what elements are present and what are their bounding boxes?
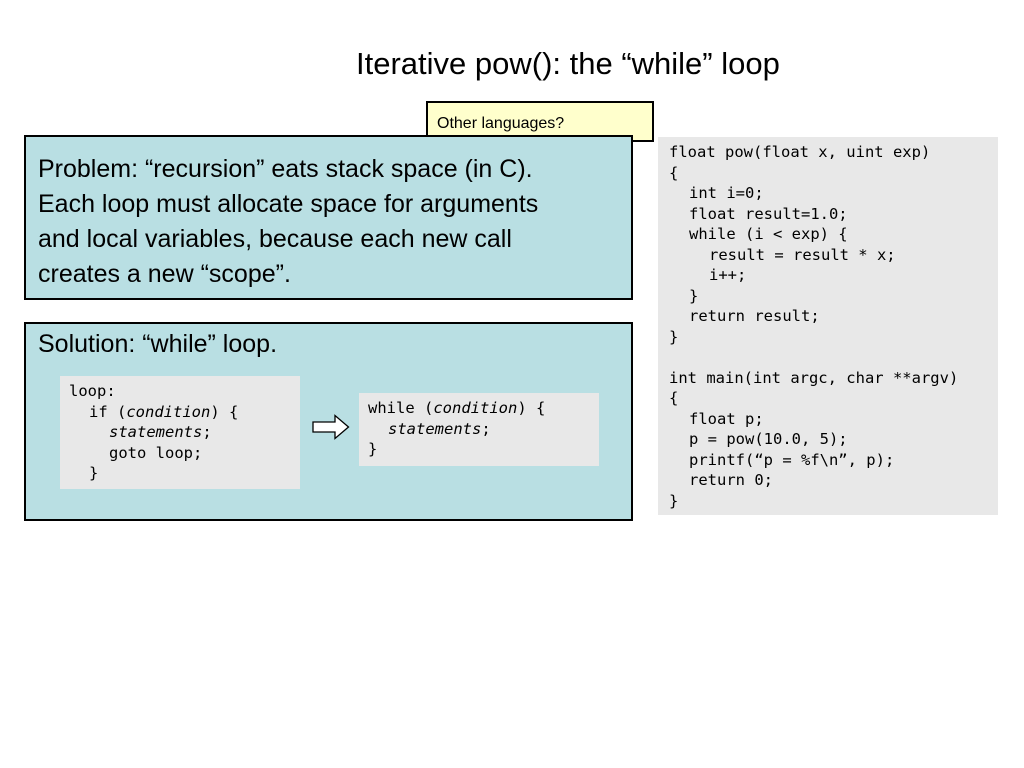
while-code-block: while (condition) { statements;} bbox=[359, 393, 599, 466]
solution-text: Solution: “while” loop. bbox=[38, 330, 278, 358]
code-line: float pow(float x, uint exp) bbox=[669, 143, 931, 161]
code-line: float result=1.0; bbox=[689, 204, 848, 223]
code-line: } bbox=[669, 491, 679, 510]
code-line: float p; bbox=[689, 409, 764, 428]
solution-panel: Solution: “while” loop. loop: if (conditi… bbox=[24, 322, 633, 521]
code-line: if (condition) { bbox=[89, 402, 239, 421]
code-line bbox=[669, 347, 998, 368]
code-line: while (i < exp) { bbox=[689, 225, 848, 243]
code-line: p = pow(10.0, 5); bbox=[689, 430, 848, 448]
code-line: statements; bbox=[109, 423, 212, 442]
code-line: } bbox=[689, 286, 699, 305]
double-arrow-right-icon bbox=[312, 414, 350, 440]
code-line: loop: bbox=[69, 382, 116, 400]
problem-line: Problem: “recursion” eats stack space (i… bbox=[38, 155, 533, 183]
program-code-block: float pow(float x, uint exp) { int i=0; flo… bbox=[658, 137, 998, 515]
code-line: } bbox=[669, 327, 679, 346]
code-line: result = result * x; bbox=[709, 245, 896, 264]
code-line: while (condition) { bbox=[368, 399, 546, 417]
code-line: } bbox=[368, 440, 378, 459]
problem-line: and local variables, because each new ca… bbox=[38, 225, 512, 253]
code-line: return result; bbox=[689, 307, 820, 325]
code-line: return 0; bbox=[689, 471, 773, 489]
code-line: i++; bbox=[709, 266, 747, 284]
problem-panel: Problem: “recursion” eats stack space (i… bbox=[24, 135, 633, 300]
code-line: } bbox=[89, 464, 99, 483]
problem-line: creates a new “scope”. bbox=[38, 260, 291, 288]
code-line: int main(int argc, char **argv) bbox=[669, 368, 959, 387]
problem-line: Each loop must allocate space for argume… bbox=[38, 190, 539, 218]
slide-title: Iterative pow(): the “while” loop bbox=[356, 46, 780, 81]
code-line: { bbox=[669, 163, 679, 182]
code-line: printf(“p = %f\n”, p); bbox=[689, 450, 895, 469]
code-line: int i=0; bbox=[689, 184, 764, 202]
code-line: { bbox=[669, 389, 679, 407]
note-text: Other languages? bbox=[437, 115, 565, 132]
code-line: statements; bbox=[388, 419, 491, 438]
loop-code-block: loop: if (condition) { statements;goto loo… bbox=[60, 376, 300, 489]
code-line: goto loop; bbox=[109, 443, 203, 462]
